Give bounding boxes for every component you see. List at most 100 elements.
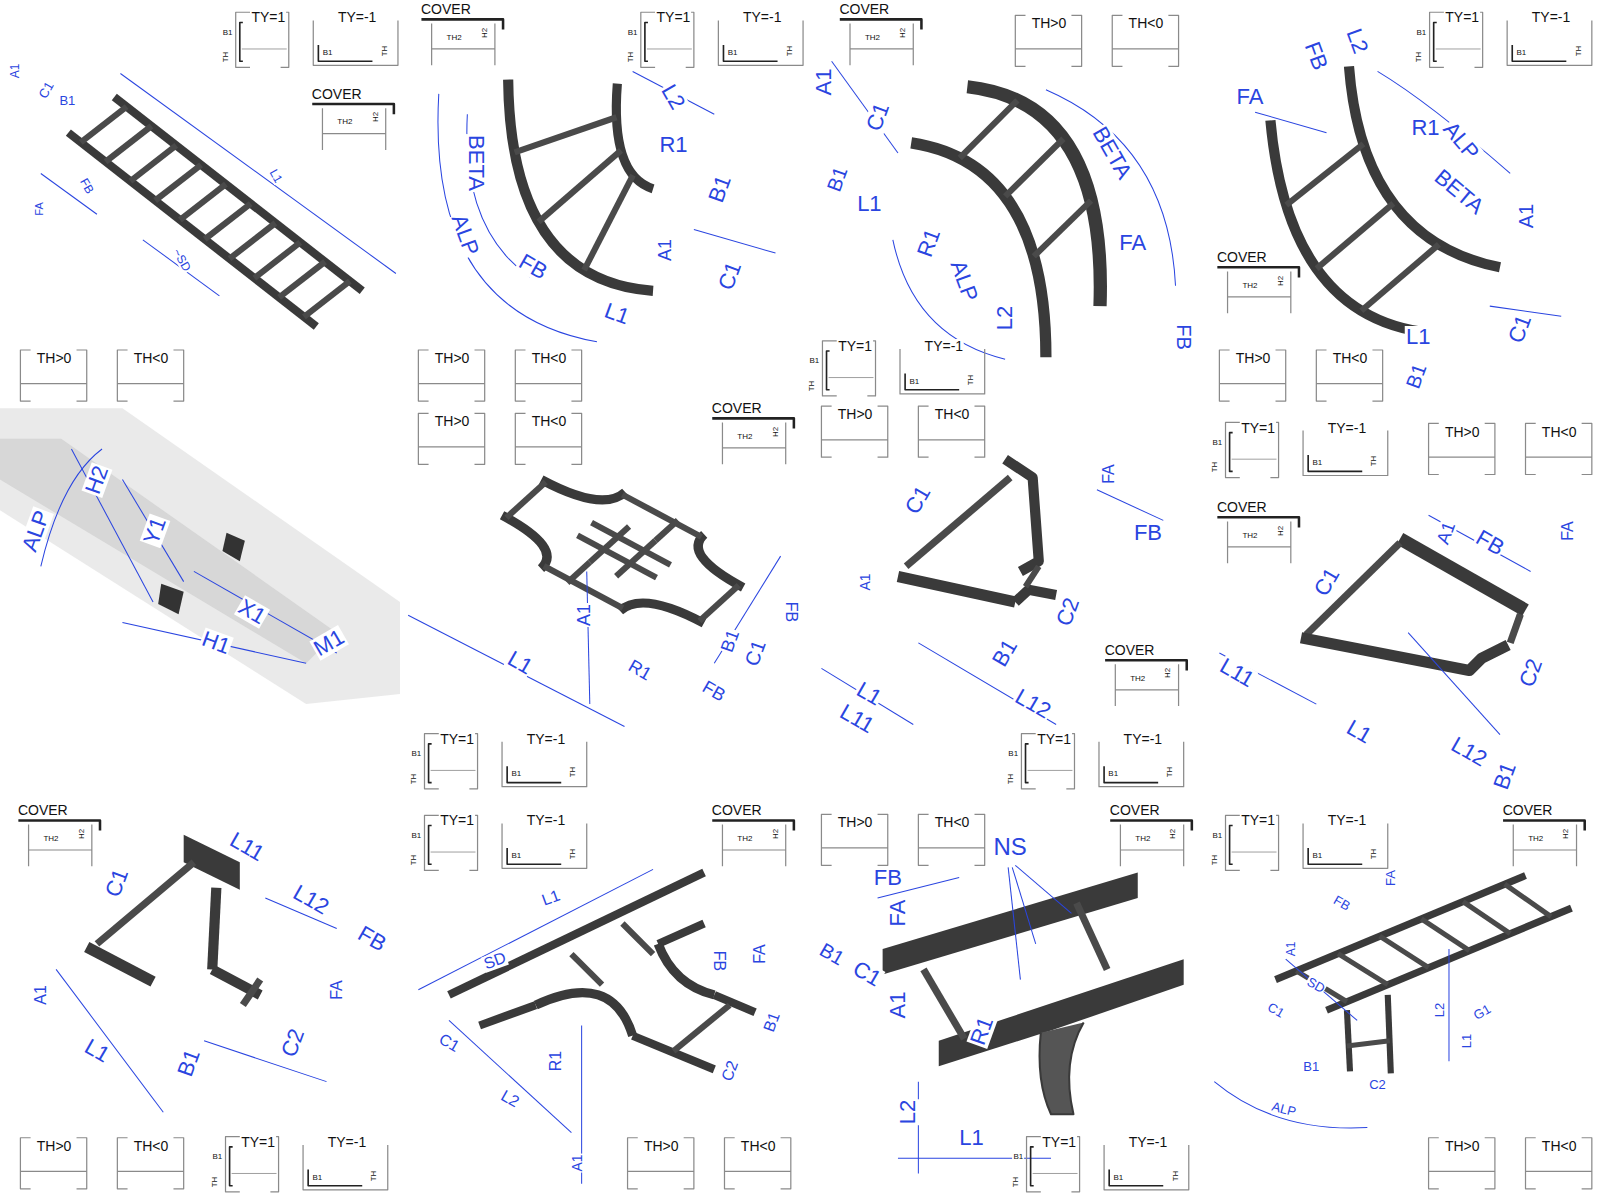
dimension-label: FA <box>1560 520 1576 542</box>
cover-icon <box>421 19 503 29</box>
dimension-label: C1 <box>862 99 893 135</box>
type-label: TY=-1 <box>1327 813 1368 827</box>
height-label: TH>0 <box>434 351 471 365</box>
profile-icon <box>918 406 984 457</box>
dimension-label: FB <box>873 867 903 889</box>
height-label: TH>0 <box>1444 1139 1481 1153</box>
profile-icon <box>117 350 183 401</box>
cover-icon <box>1228 521 1291 563</box>
tray-rung <box>923 969 964 1038</box>
tray-rung <box>699 585 738 621</box>
dimension-label: B1 <box>761 1010 783 1036</box>
cover-icon <box>722 422 785 464</box>
dimension-label: FB <box>1471 526 1508 560</box>
icon-dimension: B1 <box>1516 49 1528 57</box>
cover-icon <box>1503 820 1585 830</box>
profile-icon <box>236 12 250 67</box>
dimension-label: L1 <box>266 166 284 185</box>
icon-dimension: B1 <box>510 852 522 860</box>
icon-dimension: H2 <box>1277 524 1285 536</box>
dimension-line <box>438 94 597 342</box>
icon-dimension: B1 <box>1112 1174 1124 1182</box>
dimension-label: FB <box>711 950 727 972</box>
dimension-line <box>120 73 396 273</box>
tray-rung <box>544 566 623 608</box>
tray-rung <box>205 204 251 240</box>
dimension-line <box>41 173 97 214</box>
icon-dimension: TH2 <box>736 835 753 843</box>
tray-rung <box>1317 203 1394 268</box>
cover-icon <box>712 418 794 428</box>
cover-label: COVER <box>1216 250 1268 264</box>
icon-dimension: H2 <box>372 111 380 123</box>
tray-rung <box>1463 902 1510 934</box>
faded-tray <box>0 439 337 663</box>
tray-rail <box>508 80 653 291</box>
dimension-label: A1 <box>1516 203 1536 229</box>
tray-rung <box>592 523 671 565</box>
tray-rail <box>1015 590 1056 602</box>
dimension-label: A1 <box>575 603 593 627</box>
tray-rung <box>106 126 152 162</box>
dimension-label: A1 <box>656 238 674 262</box>
dimension-label: C1 <box>435 1030 462 1055</box>
dimension-label: L1 <box>539 887 563 909</box>
icon-dimension: TH <box>1172 1169 1180 1182</box>
dimension-line <box>418 869 653 989</box>
profile-icon <box>1226 422 1240 477</box>
profile-icon <box>829 377 874 378</box>
profile-icon <box>827 351 830 390</box>
profile-icon <box>313 20 398 65</box>
icon-dimension: TH2 <box>736 433 753 441</box>
dimension-line <box>1429 515 1531 571</box>
tray-rung <box>1296 971 1347 1002</box>
dimension-label: A1 <box>858 572 872 591</box>
dimension-line <box>449 1020 571 1132</box>
tray-rail <box>1400 539 1526 610</box>
icon-dimension: TH <box>627 51 635 64</box>
dimension-label: FB <box>1301 38 1332 74</box>
dimension-line <box>1008 867 1020 979</box>
icon-dimension: TH <box>410 854 418 867</box>
profile-icon <box>20 350 86 401</box>
dimension-label: A1 <box>887 991 909 1020</box>
profile-icon <box>822 341 836 396</box>
dimension-label: L1 <box>503 647 537 679</box>
dimension-label: ~SD <box>170 246 193 274</box>
dimension-line <box>1214 1082 1367 1128</box>
dimension-line <box>1408 633 1500 735</box>
height-label: TH>0 <box>36 351 73 365</box>
profile-icon <box>1512 45 1566 61</box>
profile-icon <box>502 742 587 787</box>
profile-icon <box>905 373 959 389</box>
tray-rail <box>536 993 633 1036</box>
dimension-line <box>1286 959 1357 1020</box>
dimension-label: FB <box>1331 893 1354 914</box>
dimension-label: FB <box>77 175 96 196</box>
dimension-label: C2 <box>1053 594 1084 630</box>
height-label: TH<0 <box>740 1139 777 1153</box>
profile-icon <box>507 848 561 864</box>
cover-icon <box>712 820 794 830</box>
dimension-label: C1 <box>36 78 57 101</box>
dimension-label: FB <box>1133 522 1163 544</box>
type-label: TY=-1 <box>1123 732 1164 746</box>
tray-rail <box>1040 1022 1084 1114</box>
dimension-label: ALP <box>1439 117 1484 165</box>
height-label: TH<0 <box>1128 16 1165 30</box>
dimension-line <box>832 61 898 153</box>
cover-label: COVER <box>1104 643 1156 657</box>
profile-icon <box>424 815 438 870</box>
tray-rail <box>541 480 625 500</box>
dimension-label: L1 <box>1342 715 1376 747</box>
dimension-label: FB <box>699 677 730 705</box>
dimension-label: L12 <box>289 881 334 919</box>
dimension-label: BETA <box>1088 123 1136 184</box>
profile-icon <box>1526 1138 1592 1189</box>
profile-icon <box>226 1137 240 1192</box>
type-label: TY=1 <box>439 732 475 746</box>
profile-icon <box>1109 1169 1163 1185</box>
profile-icon <box>1026 744 1029 783</box>
height-label: TH>0 <box>837 815 874 829</box>
type-label: TY=1 <box>1036 732 1072 746</box>
